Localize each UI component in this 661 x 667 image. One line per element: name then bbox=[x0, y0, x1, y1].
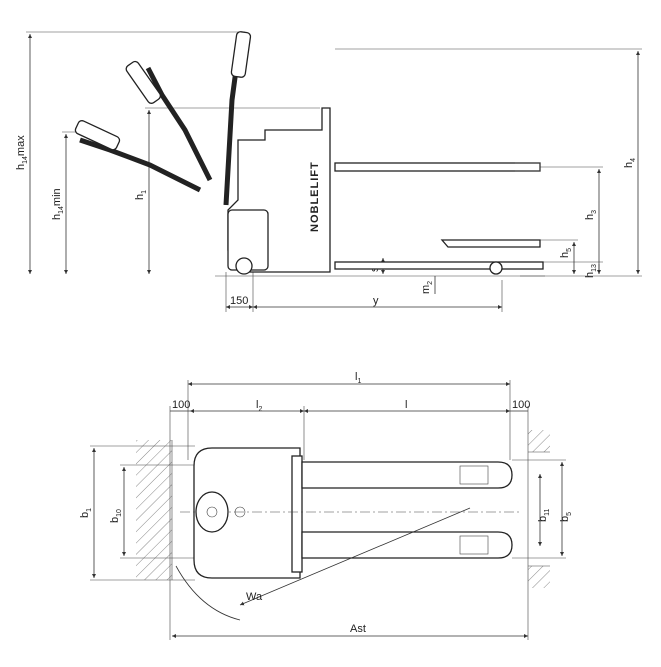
tiller-arm-vertical bbox=[223, 31, 252, 206]
fork-left-top bbox=[301, 461, 513, 489]
drive-wheel-side bbox=[235, 257, 253, 275]
brand-logo: NOBLELIFT bbox=[309, 161, 321, 232]
left-wall-hatch bbox=[136, 440, 172, 580]
fork-lowered bbox=[334, 261, 544, 270]
h14max-label: h14max bbox=[15, 135, 29, 170]
fork-raised bbox=[334, 162, 541, 172]
l-label: l bbox=[405, 399, 407, 411]
fork-frame bbox=[291, 455, 303, 573]
left-100-label: 100 bbox=[172, 399, 190, 411]
side-view: h14max h14min h1 h4 h3 h5 h13 s m2 150 y… bbox=[15, 31, 642, 312]
h1-label: h1 bbox=[134, 190, 148, 200]
tiller-head-top bbox=[195, 491, 229, 533]
truck-body-top bbox=[193, 447, 301, 579]
b1-label: b1 bbox=[79, 508, 93, 518]
top-view: l1 100 100 l2 l b1 b10 b11 bbox=[79, 371, 573, 640]
label-150: 150 bbox=[230, 295, 248, 307]
h5-label: h5 bbox=[559, 248, 573, 258]
h14min-label: h14min bbox=[51, 188, 65, 220]
right-wall-hatch-bottom bbox=[528, 566, 550, 588]
right-100-label: 100 bbox=[512, 399, 530, 411]
wa-arc bbox=[175, 565, 241, 621]
l2-label: l2 bbox=[256, 399, 262, 413]
label-y: y bbox=[373, 295, 379, 307]
tiller-arm-low bbox=[74, 120, 202, 193]
h13-label: h13 bbox=[584, 264, 598, 278]
h4-label: h4 bbox=[623, 158, 637, 168]
load-platform bbox=[440, 239, 541, 248]
b10-label: b10 bbox=[109, 509, 123, 523]
tiller-arm-middle bbox=[125, 60, 213, 182]
wa-label: Wa bbox=[246, 591, 263, 603]
m2-label: m2 bbox=[420, 281, 434, 294]
h3-label: h3 bbox=[584, 210, 598, 220]
l1-label: l1 bbox=[355, 371, 361, 385]
b11-label: b11 bbox=[537, 509, 551, 522]
load-wheel-side bbox=[489, 261, 503, 275]
right-wall-hatch-top bbox=[528, 430, 550, 452]
wa-dimension bbox=[239, 507, 471, 606]
fork-right-top bbox=[301, 531, 513, 559]
load-roller-left bbox=[459, 465, 489, 485]
ast-label: Ast bbox=[350, 623, 366, 635]
b5-label: b5 bbox=[559, 512, 573, 522]
load-roller-right bbox=[459, 535, 489, 555]
